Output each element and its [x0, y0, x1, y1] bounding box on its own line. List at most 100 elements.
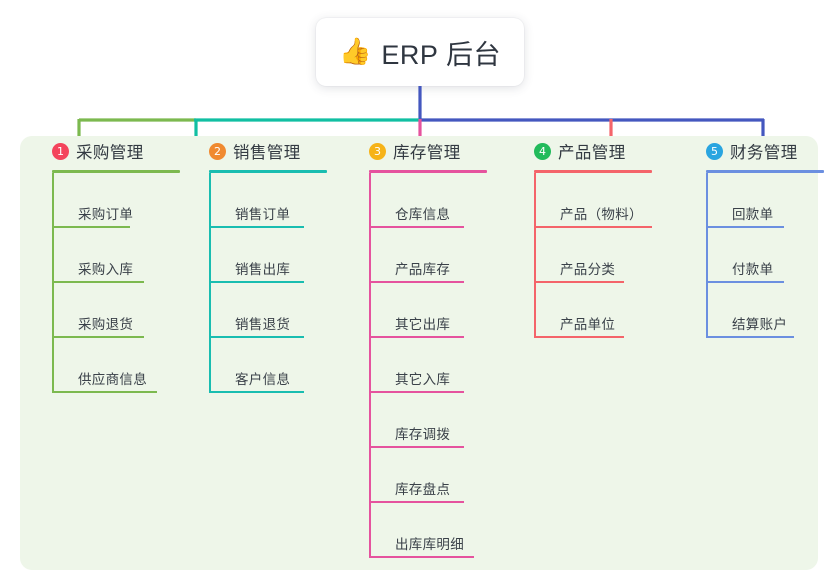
branch-leaf-rule	[52, 336, 144, 338]
branch-leaf-label: 库存调拨	[395, 427, 451, 442]
branch-items: 仓库信息产品库存其它出库其它入库库存调拨库存盘点出库库明细	[369, 173, 520, 558]
branch-index-badge: 4	[534, 142, 551, 160]
branch-leaf-label: 其它出库	[395, 317, 451, 332]
branch-leaf-item[interactable]: 其它入库	[369, 338, 520, 393]
branch-column-4: 4 产品管理产品（物料） 产品分类产品单位	[520, 136, 690, 338]
branch-leaf-item[interactable]: 销售退货	[209, 283, 355, 338]
branch-leaf-item[interactable]: 结算账户	[706, 283, 832, 338]
branch-leaf-label: 产品库存	[395, 262, 451, 277]
branch-leaf-rule	[52, 391, 157, 393]
branch-leaf-item[interactable]: 付款单	[706, 228, 832, 283]
branch-spine	[209, 173, 211, 393]
branch-leaf-rule	[52, 226, 130, 228]
branch-leaf-label: 结算账户	[732, 317, 788, 332]
branch-leaf-item[interactable]: 销售订单	[209, 173, 355, 228]
branch-leaf-item[interactable]: 采购退货	[52, 283, 198, 338]
branch-leaf-rule	[369, 391, 464, 393]
branch-index-badge: 2	[209, 142, 226, 160]
branch-leaf-item[interactable]: 客户信息	[209, 338, 355, 393]
branch-leaf-rule	[209, 226, 304, 228]
branch-leaf-label: 仓库信息	[395, 207, 451, 222]
branch-leaf-label: 供应商信息	[78, 372, 147, 387]
branch-header-rule	[369, 170, 487, 173]
branch-leaf-rule	[706, 226, 784, 228]
branch-items: 销售订单销售出库销售退货客户信息	[209, 173, 355, 393]
branch-leaf-item[interactable]: 产品（物料）	[534, 173, 690, 228]
branch-leaf-label: 产品（物料）	[560, 207, 643, 222]
branch-leaf-item[interactable]: 产品单位	[534, 283, 690, 338]
root-node[interactable]: 👍 ERP 后台	[316, 18, 524, 86]
branch-leaf-item[interactable]: 采购入库	[52, 228, 198, 283]
branch-header-1[interactable]: 1 采购管理	[38, 136, 198, 166]
branch-leaf-label: 客户信息	[235, 372, 291, 387]
branch-leaf-label: 回款单	[732, 207, 774, 222]
branch-spine	[369, 173, 371, 558]
branch-spine	[706, 173, 708, 338]
branch-leaf-label: 采购订单	[78, 207, 134, 222]
branch-title: 库存管理	[393, 144, 461, 162]
root-title: ERP 后台	[381, 39, 501, 70]
branch-leaf-rule	[706, 336, 794, 338]
branch-leaf-label: 销售订单	[235, 207, 291, 222]
branch-leaf-item[interactable]: 仓库信息	[369, 173, 520, 228]
branch-leaf-rule	[369, 226, 464, 228]
branch-header-3[interactable]: 3 库存管理	[355, 136, 520, 166]
branch-leaf-rule	[534, 336, 624, 338]
branch-title: 销售管理	[233, 144, 301, 162]
branch-leaf-item[interactable]: 产品分类	[534, 228, 690, 283]
branch-leaf-rule	[52, 281, 144, 283]
branch-leaf-label: 产品单位	[560, 317, 616, 332]
branch-leaf-rule	[209, 281, 304, 283]
branch-leaf-rule	[369, 336, 464, 338]
branch-leaf-item[interactable]: 产品库存	[369, 228, 520, 283]
branch-column-3: 3 库存管理仓库信息产品库存其它出库其它入库库存调拨库存盘点出库库明细	[355, 136, 520, 558]
branch-title: 产品管理	[558, 144, 626, 162]
branch-spine	[52, 173, 54, 393]
branch-title: 采购管理	[76, 144, 144, 162]
branch-leaf-label: 销售退货	[235, 317, 291, 332]
branch-leaf-rule	[369, 446, 464, 448]
branch-leaf-label: 其它入库	[395, 372, 451, 387]
branch-leaf-rule	[534, 226, 652, 228]
branch-leaf-label: 采购入库	[78, 262, 134, 277]
branch-leaf-label: 销售出库	[235, 262, 291, 277]
branch-index-badge: 1	[52, 142, 69, 160]
branch-spine	[534, 173, 536, 338]
diagram-panel: 1 采购管理采购订单采购入库采购退货供应商信息 2 销售管理销售订单销售出库销售退货客…	[20, 136, 824, 570]
branch-leaf-rule	[706, 281, 784, 283]
branch-leaf-rule	[209, 336, 304, 338]
branch-header-rule	[209, 170, 327, 173]
thumbs-up-icon: 👍	[339, 37, 372, 67]
branch-header-2[interactable]: 2 销售管理	[195, 136, 355, 166]
branch-leaf-item[interactable]: 其它出库	[369, 283, 520, 338]
branch-leaf-item[interactable]: 库存调拨	[369, 393, 520, 448]
branch-title: 财务管理	[730, 144, 798, 162]
branch-leaf-item[interactable]: 采购订单	[52, 173, 198, 228]
branch-leaf-label: 出库库明细	[395, 537, 464, 552]
branch-header-rule	[706, 170, 824, 173]
branch-index-badge: 5	[706, 142, 723, 160]
branch-leaf-item[interactable]: 供应商信息	[52, 338, 198, 393]
branch-leaf-label: 付款单	[732, 262, 774, 277]
branch-index-badge: 3	[369, 142, 386, 160]
branch-items: 回款单付款单结算账户	[706, 173, 832, 338]
branch-items: 产品（物料） 产品分类产品单位	[534, 173, 690, 338]
branch-leaf-rule	[369, 556, 474, 558]
branch-column-1: 1 采购管理采购订单采购入库采购退货供应商信息	[38, 136, 198, 393]
branch-leaf-label: 采购退货	[78, 317, 134, 332]
branch-leaf-rule	[369, 281, 464, 283]
branch-leaf-rule	[534, 281, 624, 283]
branch-header-4[interactable]: 4 产品管理	[520, 136, 690, 166]
branch-leaf-item[interactable]: 出库库明细	[369, 503, 520, 558]
branch-leaf-item[interactable]: 销售出库	[209, 228, 355, 283]
branch-header-5[interactable]: 5 财务管理	[692, 136, 832, 166]
branch-leaf-rule	[209, 391, 304, 393]
branch-header-rule	[52, 170, 180, 173]
branch-leaf-label: 产品分类	[560, 262, 616, 277]
branch-leaf-item[interactable]: 回款单	[706, 173, 832, 228]
branch-header-rule	[534, 170, 652, 173]
branch-column-5: 5 财务管理回款单付款单结算账户	[692, 136, 832, 338]
branch-leaf-item[interactable]: 库存盘点	[369, 448, 520, 503]
branch-leaf-rule	[369, 501, 464, 503]
branch-leaf-label: 库存盘点	[395, 482, 451, 497]
